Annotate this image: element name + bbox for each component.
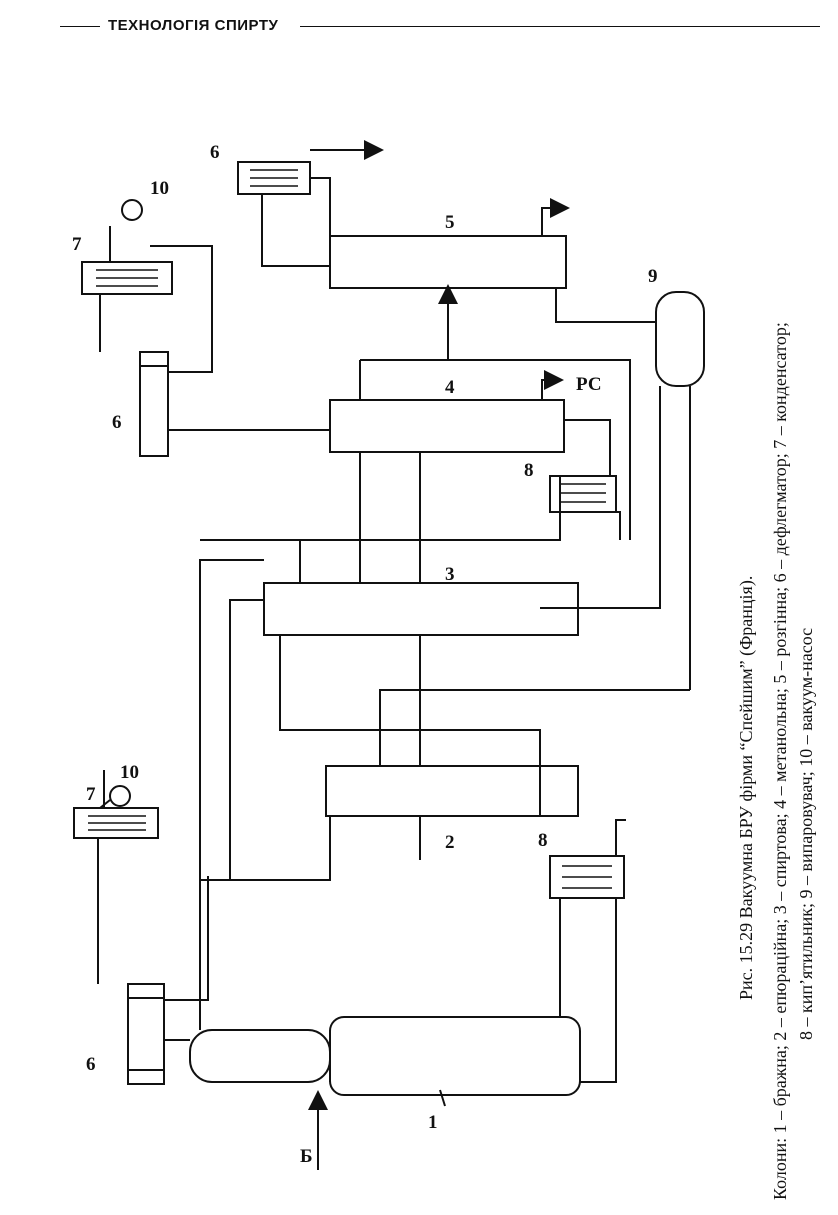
dephlegmator-6-middle (139, 351, 330, 457)
label-column-3: 3 (445, 564, 455, 585)
label-boiler-8a: 8 (538, 830, 548, 851)
label-column-1: 1 (428, 1112, 438, 1133)
label-column-5: 5 (445, 212, 455, 233)
caption-line-1: Колони: 1 – бражна; 2 – епюраційна; 3 – … (770, 322, 790, 1200)
header-rule-right (300, 26, 820, 27)
label-vacuum-pump-10a: 10 (120, 762, 139, 783)
label-rs: РС (576, 374, 602, 395)
vacuum-pump-10-top (121, 199, 143, 221)
header-rule-left (60, 26, 100, 27)
boiler-8-bottom (549, 855, 625, 899)
label-feed: Б (300, 1146, 313, 1167)
label-evaporator-9: 9 (648, 266, 658, 287)
condenser-7-bottom (73, 807, 159, 839)
page-header-title: ТЕХНОЛОГІЯ СПИРТУ (108, 17, 279, 34)
caption-line-2: 8 – кип’ятильник; 9 – випаровувач; 10 – … (796, 628, 816, 1040)
label-dephlegmator-6b: 6 (112, 412, 122, 433)
label-dephlegmator-6c: 6 (210, 142, 220, 163)
evaporator-9 (655, 291, 705, 387)
column-3-alcohol (263, 582, 579, 636)
label-column-2: 2 (445, 832, 455, 853)
caption-title: Рис. 15.29 Вакуумна БРУ фірми “Спейшим” … (736, 576, 757, 1000)
dephlegmator-6-top (237, 161, 311, 195)
label-condenser-7a: 7 (86, 784, 96, 805)
dephlegmator-6-bottom (127, 983, 190, 1085)
column-5-distillation (329, 235, 567, 289)
label-condenser-7b: 7 (72, 234, 82, 255)
figure-caption: Рис. 15.29 Вакуумна БРУ фірми “Спейшим” … (736, 322, 816, 1200)
column-4-methanol (329, 399, 565, 453)
piping (97, 140, 691, 1083)
label-vacuum-pump-10b: 10 (150, 178, 169, 199)
label-dephlegmator-6a: 6 (86, 1054, 96, 1075)
column-1-beer (189, 1016, 581, 1096)
label-boiler-8b: 8 (524, 460, 534, 481)
page-header: ТЕХНОЛОГІЯ СПИРТУ (0, 14, 838, 38)
column-2-epuration (325, 765, 579, 817)
condenser-7-top (81, 261, 173, 295)
label-column-4: 4 (445, 377, 455, 398)
